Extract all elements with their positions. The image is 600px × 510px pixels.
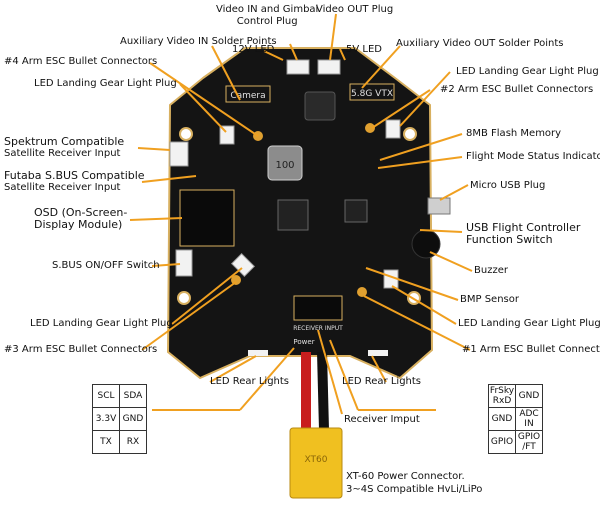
label-led-landing-tl: LED Landing Gear Light Plug: [34, 78, 177, 89]
led-plug-tr: [385, 119, 401, 139]
pin-row: FrSky RxD GND: [488, 384, 543, 408]
mount-hole-tl: [179, 127, 193, 141]
label-spektrum-line1: Spektrum Compatible: [4, 135, 125, 148]
mount-hole-tr: [403, 127, 417, 141]
label-osd: OSD (On-Screen- Display Module): [34, 207, 127, 231]
pin-cell: SDA: [119, 384, 147, 408]
label-futaba-line2: Satellite Receiver Input: [4, 182, 121, 193]
camera-board-label: Camera: [230, 91, 265, 101]
pin-row: 3.3V GND: [92, 407, 147, 431]
label-usb-switch: USB Flight Controller Function Switch: [466, 222, 580, 246]
pin-cell: GND: [488, 407, 516, 431]
pin-cell: GND: [515, 384, 543, 408]
label-led-landing-br: LED Landing Gear Light Plug: [458, 318, 600, 329]
label-12v-led: 12V LED: [232, 44, 275, 55]
camera-box: [225, 85, 271, 103]
pin-cell: GPIO: [488, 430, 516, 454]
label-micro-usb: Micro USB Plug: [470, 180, 546, 191]
pin-cell: SCL: [92, 384, 120, 408]
label-xt60-line1: XT-60 Power Connector.: [346, 471, 465, 482]
xt60-connector: [289, 427, 343, 499]
xt60-brand: XT60: [305, 455, 328, 465]
pin-cell: FrSky RxD: [488, 384, 516, 408]
rear-led-l: [248, 350, 268, 356]
osd-module: [179, 189, 235, 247]
pin-row: GPIO GPIO /FT: [488, 430, 543, 454]
main-mcu: [277, 199, 309, 231]
label-arm4-esc: #4 Arm ESC Bullet Connectors: [4, 56, 158, 67]
esc-pad-2: [365, 123, 375, 133]
rear-led-r: [368, 350, 388, 356]
label-5v-led: 5V LED: [346, 44, 382, 55]
label-xt60-line2: 3~4S Compatible HvLi/LiPo: [346, 484, 483, 495]
vtx-box: [349, 83, 395, 101]
secondary-chip: [344, 199, 368, 223]
pin-row: SCL SDA: [92, 384, 147, 408]
label-spektrum: Spektrum Compatible Satellite Receiver I…: [4, 136, 124, 160]
pin-cell: TX: [92, 430, 120, 454]
label-osd-line1: OSD (On-Screen-: [34, 206, 128, 219]
pin-cell: GND: [119, 407, 147, 431]
black-wire: [317, 351, 329, 431]
pin-cell: ADC IN: [515, 407, 543, 431]
top-inductor: [304, 91, 336, 121]
receiver-header: [293, 295, 343, 321]
mount-hole-bl: [177, 291, 191, 305]
label-video-out-plug: Video OUT Plug: [316, 4, 394, 15]
pin-cell: GPIO /FT: [515, 430, 543, 454]
power-board-label: Power: [293, 338, 314, 346]
label-sbus-switch: S.BUS ON/OFF Switch: [52, 260, 160, 271]
pin-row: TX RX: [92, 430, 147, 454]
pin-cell: RX: [119, 430, 147, 454]
label-usb-switch-line2: Function Switch: [466, 233, 553, 246]
receiver-board-label: RECEIVER INPUT: [293, 325, 343, 332]
label-flash: 8MB Flash Memory: [466, 128, 562, 139]
label-futaba-line1: Futaba S.BUS Compatible: [4, 169, 145, 182]
label-flight-mode: Flight Mode Status Indicator: [466, 151, 600, 162]
video-out-connector: [317, 59, 341, 75]
label-video-in-gimbal: Video IN and Gimbal Control Plug: [216, 4, 318, 28]
spektrum-plug: [169, 141, 189, 167]
pin-table-left: SCL SDA 3.3V GND TX RX: [92, 384, 147, 454]
inductor: [267, 145, 303, 181]
label-video-in-gimbal-line2: Control Plug: [236, 16, 298, 27]
label-video-in-gimbal-line1: Video IN and Gimbal: [216, 4, 319, 15]
label-led-landing-bl: LED Landing Gear Light Plug: [30, 318, 173, 329]
inductor-label: 100: [275, 160, 294, 171]
label-osd-line2: Display Module): [34, 218, 123, 231]
label-futaba: Futaba S.BUS Compatible Satellite Receiv…: [4, 170, 145, 194]
label-arm2-esc: #2 Arm ESC Bullet Connectors: [440, 84, 594, 95]
pin-table-right: FrSky RxD GND GND ADC IN GPIO GPIO /FT: [488, 384, 543, 454]
label-usb-switch-line1: USB Flight Controller: [466, 221, 581, 234]
label-arm3-esc: #3 Arm ESC Bullet Connectors: [4, 344, 158, 355]
label-aux-video-out: Auxiliary Video OUT Solder Points: [396, 38, 564, 49]
vtx-board-label: 5.8G VTX: [351, 89, 393, 99]
label-receiver-input: Receiver Imput: [344, 414, 420, 425]
label-led-rear-r: LED Rear Lights: [342, 376, 422, 387]
pin-cell: 3.3V: [92, 407, 120, 431]
label-bmp: BMP Sensor: [460, 294, 519, 305]
label-led-landing-tr: LED Landing Gear Light Plug: [456, 66, 599, 77]
label-xt60: XT-60 Power Connector. 3~4S Compatible H…: [346, 470, 482, 496]
micro-usb: [427, 197, 451, 215]
label-aux-video-in: Auxiliary Video IN Solder Points: [120, 36, 277, 47]
label-arm1-esc: #1 Arm ESC Bullet Connectors: [462, 344, 600, 355]
label-led-rear-l: LED Rear Lights: [210, 376, 290, 387]
esc-pad-1: [357, 287, 367, 297]
label-spektrum-line2: Satellite Receiver Input: [4, 148, 121, 159]
pin-row: GND ADC IN: [488, 407, 543, 431]
leader-lines: [129, 13, 473, 415]
esc-pad-3: [231, 275, 241, 285]
video-in-connector: [286, 59, 310, 75]
sbus-switch: [175, 249, 193, 277]
label-buzzer: Buzzer: [474, 265, 508, 276]
